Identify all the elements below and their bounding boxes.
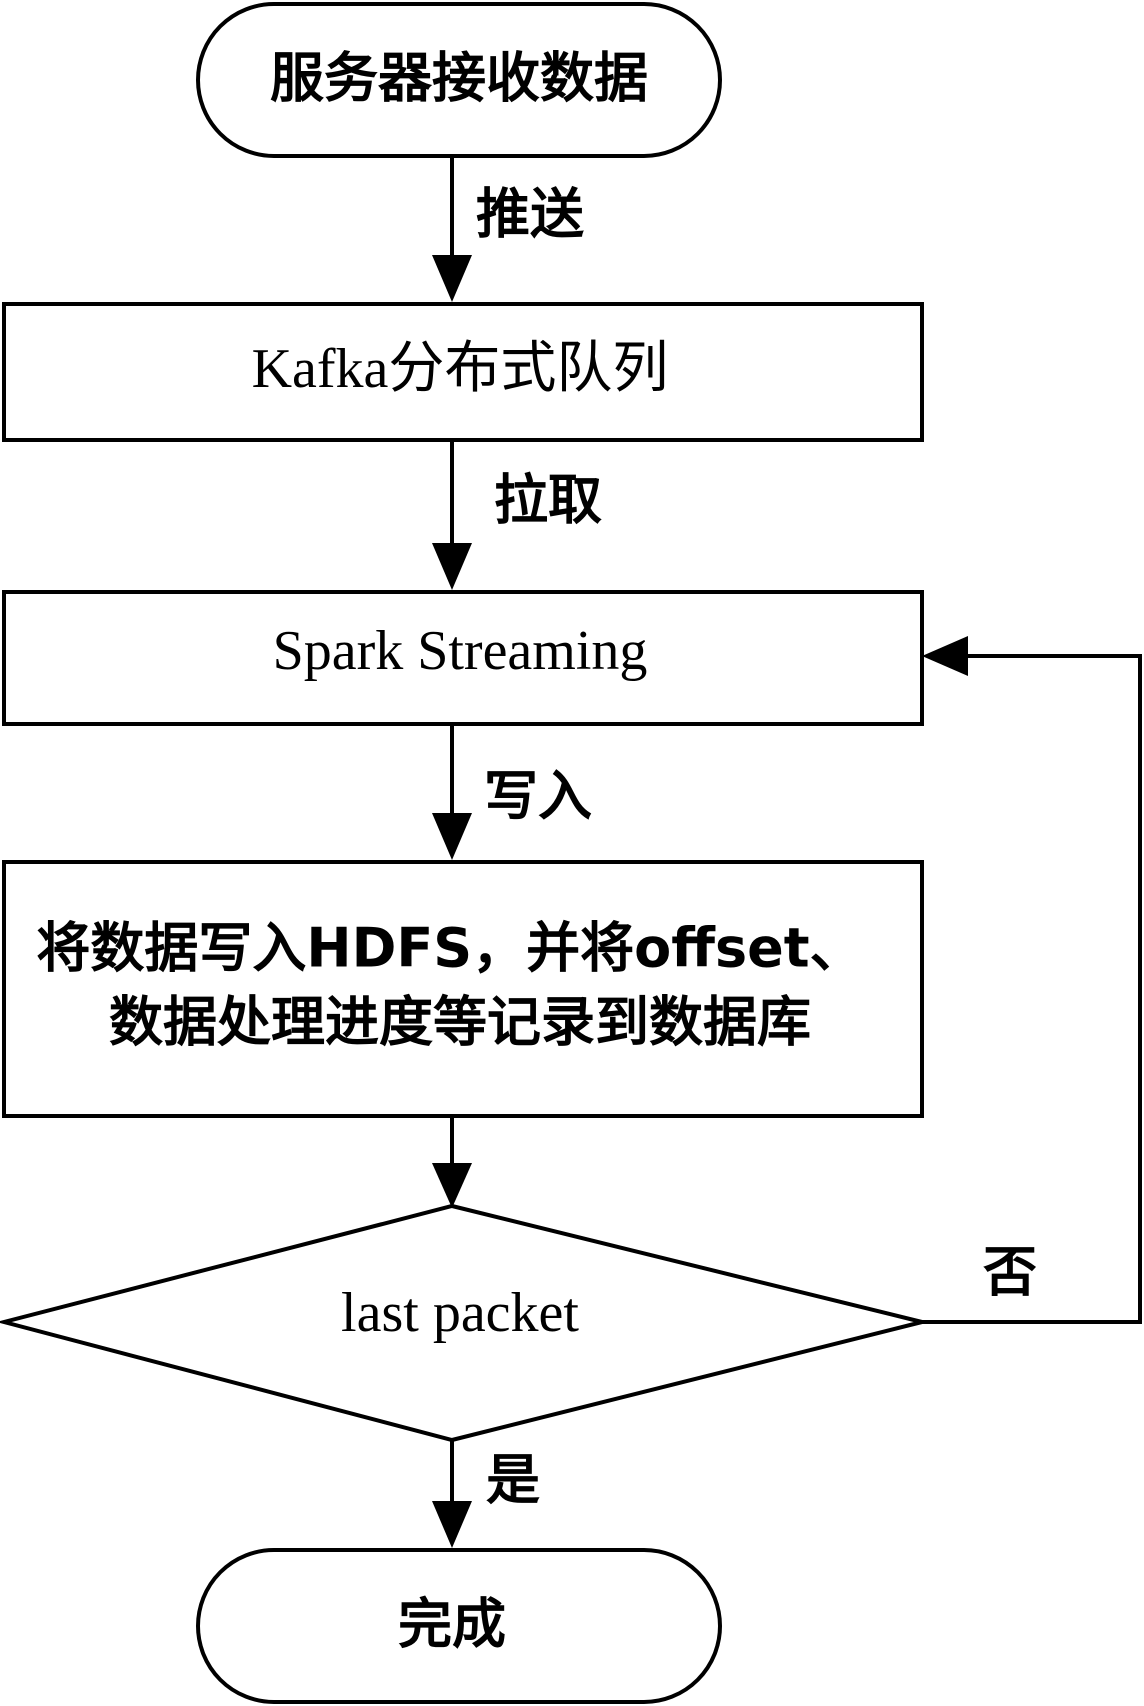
edge-yes-label: 是 <box>486 1449 540 1512</box>
kafka-node: Kafka分布式队列 <box>2 302 924 442</box>
edge-write: 写入 <box>432 724 592 860</box>
arrow-down-icon <box>432 1501 472 1548</box>
arrow-down-icon <box>432 543 472 590</box>
edge-to-decision <box>432 1116 472 1208</box>
arrow-down-icon <box>432 813 472 860</box>
write-node: 将数据写入HDFS，并将offset、 数据处理进度等记录到数据库 <box>2 860 924 1118</box>
end-node: 完成 <box>196 1548 722 1704</box>
start-node-label: 服务器接收数据 <box>270 47 648 110</box>
end-node-label: 完成 <box>398 1593 506 1656</box>
write-node-line2: 数据处理进度等记录到数据库 <box>109 991 811 1054</box>
decision-node: last packet <box>0 1203 923 1443</box>
edge-no-loop: 否 <box>922 636 1142 1324</box>
arrow-down-icon <box>432 1163 472 1208</box>
start-node: 服务器接收数据 <box>196 2 722 158</box>
edge-pull-label: 拉取 <box>494 469 602 532</box>
edge-pull: 拉取 <box>432 440 602 590</box>
kafka-node-label: Kafka分布式队列 <box>252 338 669 400</box>
edge-push: 推送 <box>432 156 584 302</box>
edge-push-label: 推送 <box>476 183 584 246</box>
spark-node: Spark Streaming <box>2 590 924 726</box>
edge-no-label: 否 <box>983 1241 1037 1304</box>
edge-yes: 是 <box>432 1440 540 1548</box>
decision-node-label: last packet <box>341 1282 579 1344</box>
arrow-down-icon <box>432 255 472 302</box>
edge-write-label: 写入 <box>484 765 592 828</box>
spark-node-label: Spark Streaming <box>273 620 648 682</box>
write-node-line1: 将数据写入HDFS，并将offset、 <box>36 917 863 980</box>
arrow-left-icon <box>922 636 968 676</box>
